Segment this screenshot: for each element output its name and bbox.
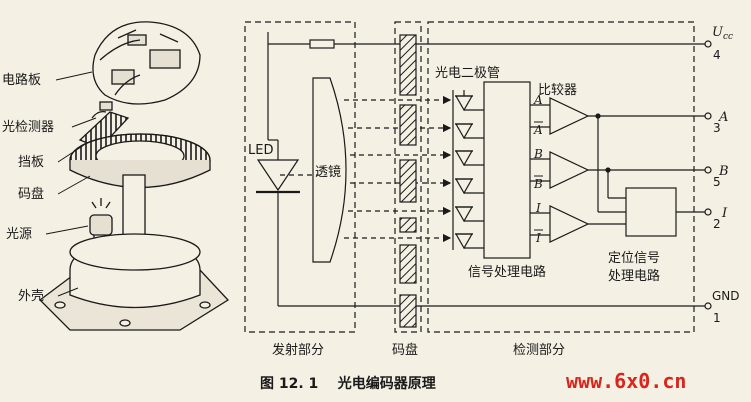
positioning-label-2: 处理电路	[608, 268, 660, 284]
emitter-section-box	[244, 21, 356, 333]
label-housing: 外壳	[18, 289, 44, 304]
signal-processing-block	[483, 81, 531, 259]
signal-b-bar: B	[533, 177, 543, 191]
photodiode-array	[452, 90, 484, 250]
figure-caption: 图 12. 1 光电编码器原理	[260, 375, 436, 392]
pin-3: 3	[713, 121, 721, 135]
positioning-label-1: 定位信号	[608, 251, 660, 266]
gnd-label: GND	[712, 289, 740, 303]
resistor	[309, 39, 335, 49]
pin-4: 4	[713, 48, 721, 62]
exploded-labels: 电路板 光检测器 挡板 码盘 光源 外壳	[2, 71, 97, 304]
comparators	[530, 97, 590, 243]
positioning-block	[625, 187, 677, 237]
signal-i: I	[535, 201, 541, 215]
output-a-label: A	[718, 110, 728, 125]
output-i-label: I	[721, 206, 728, 221]
output-wiring	[588, 113, 706, 237]
signal-i-bar: I	[535, 231, 541, 245]
emitter-section-label: 发射部分	[272, 342, 324, 358]
label-photo-detector: 光检测器	[2, 120, 54, 135]
lens-label: 透镜	[315, 165, 341, 180]
ucc-label: Ucc	[712, 25, 733, 42]
housing	[39, 233, 230, 331]
light-rays	[280, 95, 452, 243]
label-circuit-board: 电路板	[2, 72, 41, 88]
signal-processing-label: 信号处理电路	[468, 264, 546, 280]
signal-a: A	[533, 93, 543, 107]
comparators-label: 比较器	[538, 83, 577, 98]
lens	[312, 77, 347, 263]
signal-b: B	[533, 147, 543, 161]
pin-2: 2	[713, 217, 721, 231]
label-code-disc: 码盘	[18, 186, 44, 202]
pin-1: 1	[713, 311, 721, 325]
code-disc-slots	[399, 34, 417, 328]
watermark: www.6x0.cn	[566, 369, 686, 393]
detector-section-box	[427, 21, 695, 333]
output-terminals	[704, 40, 712, 310]
led-circuit	[256, 32, 706, 307]
circuit-board	[92, 21, 201, 105]
led-label: LED	[248, 143, 273, 158]
code-disc-label: 码盘	[392, 342, 418, 358]
detector-section-label: 检测部分	[513, 343, 565, 358]
output-b-label: B	[718, 164, 729, 179]
label-light-source: 光源	[6, 227, 32, 242]
signal-a-bar: A	[533, 123, 543, 137]
photodiodes-label: 光电二极管	[435, 66, 500, 81]
pin-5: 5	[713, 175, 721, 189]
schematic-labels: LED 透镜 光电二极管 比较器 A A B B I I 信号处理电路 定位信号…	[248, 25, 740, 358]
code-disc-box	[394, 21, 422, 333]
exploded-view	[39, 21, 230, 331]
label-baffle: 挡板	[18, 155, 44, 170]
schematic	[244, 21, 712, 333]
